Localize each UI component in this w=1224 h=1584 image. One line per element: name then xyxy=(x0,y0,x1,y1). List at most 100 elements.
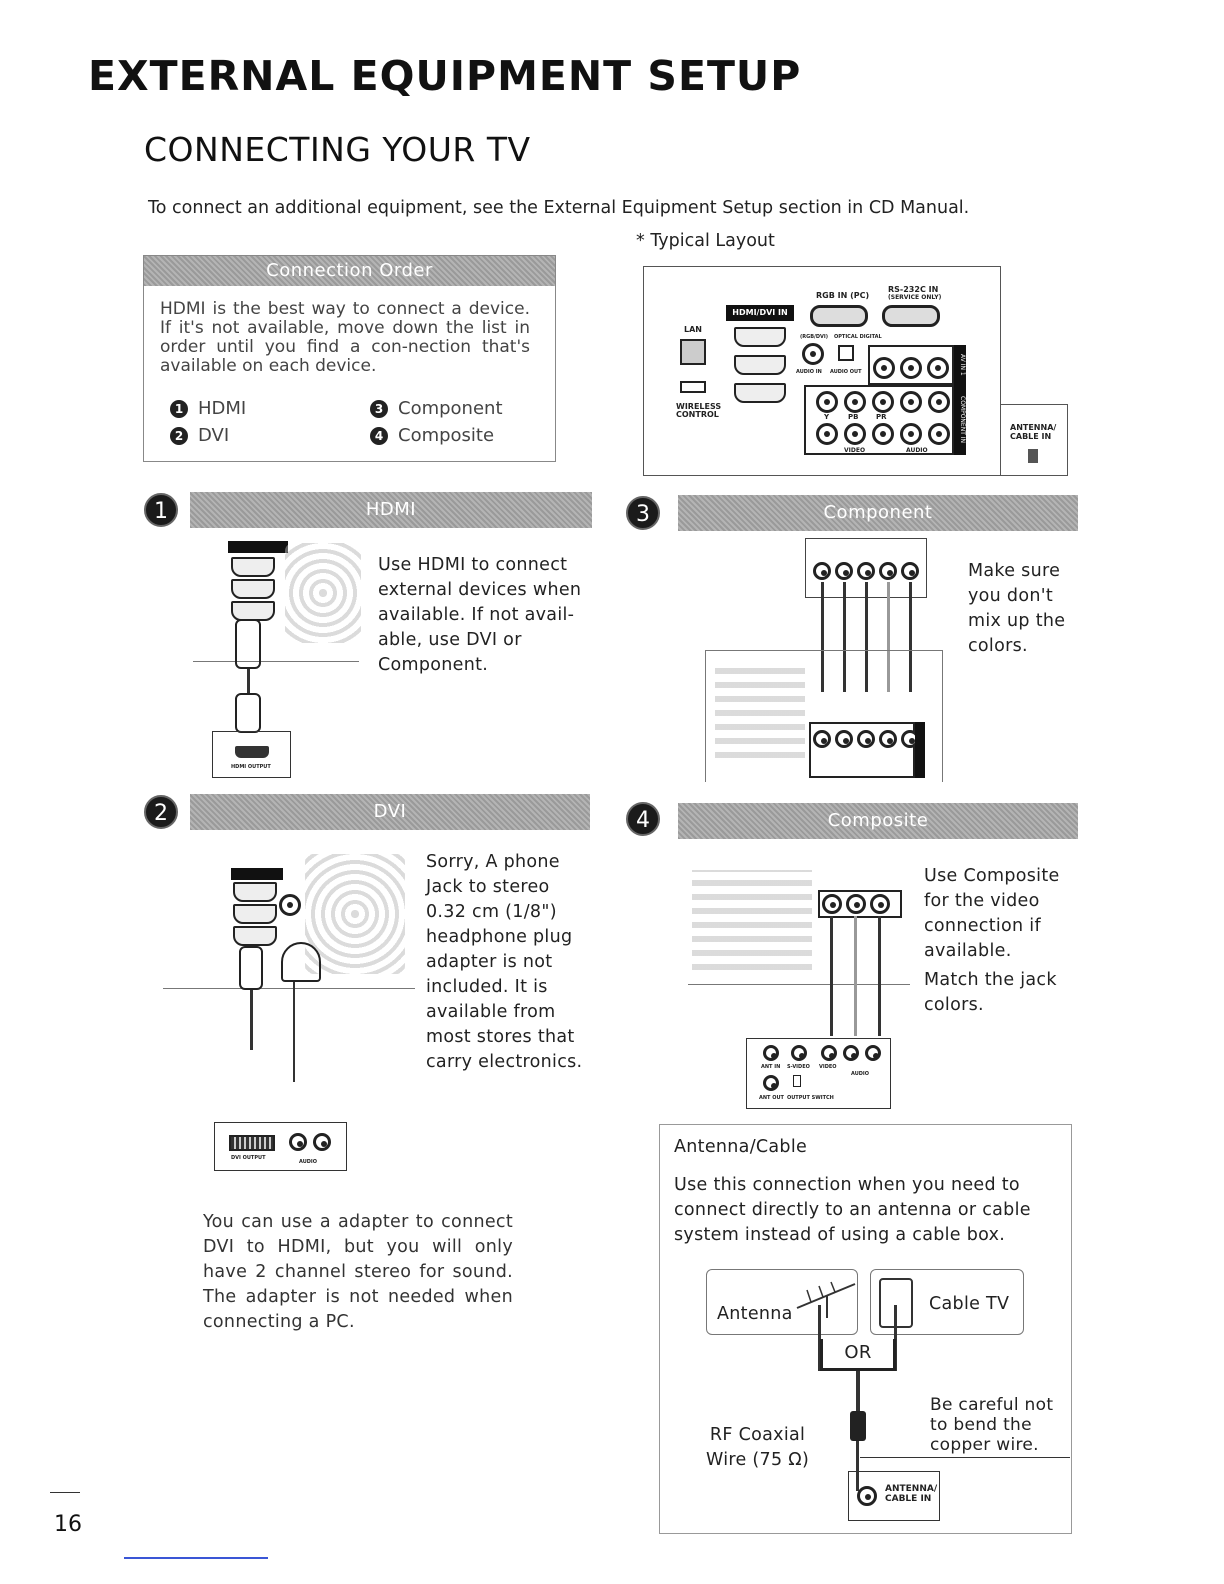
device-pb-jack xyxy=(835,562,853,580)
component-2-pb-jack xyxy=(844,391,866,413)
section-heading-dvi: DVI xyxy=(190,794,590,830)
s-video-jack xyxy=(791,1045,807,1061)
faded-jacks xyxy=(285,543,361,643)
order-item-hdmi: 1 HDMI xyxy=(170,398,246,419)
antenna-cable-line xyxy=(818,1305,821,1371)
tv-back-panel-diagram: HDMI/DVI IN LAN WIRELESS CONTROL RGB IN … xyxy=(643,266,1001,476)
ant-in-jack xyxy=(763,1045,779,1061)
rgb-label: RGB IN (PC) xyxy=(816,291,870,300)
audio-in-jack xyxy=(802,343,824,365)
hdmi-panel-label: HDMI/DVI IN xyxy=(726,305,794,321)
component-in-label: COMPONENT IN xyxy=(954,385,966,455)
device-r-jack xyxy=(901,562,919,580)
hdmi-port-1 xyxy=(734,383,786,403)
number-badge: 3 xyxy=(370,399,388,418)
video-out-jack xyxy=(821,1045,837,1061)
antenna-heading: Antenna/Cable xyxy=(674,1137,808,1157)
antenna-cable-label: ANTENNA/ CABLE IN xyxy=(1010,423,1057,441)
optical-port xyxy=(838,345,854,361)
component-2-r-jack xyxy=(928,391,950,413)
connection-order-text: HDMI is the best way to connect a device… xyxy=(160,299,530,376)
audio-in-label: AUDIO IN xyxy=(796,369,822,375)
order-item-label: Component xyxy=(398,398,503,419)
audio-adapter xyxy=(281,942,321,982)
component-1-r-jack xyxy=(928,423,950,445)
panel-edge-line xyxy=(688,984,910,985)
number-badge: 4 xyxy=(370,426,388,445)
rf-cable-bottom xyxy=(856,1441,859,1491)
pb-label: PB xyxy=(848,413,859,421)
dvi-cable xyxy=(250,990,253,1050)
hdmi-panel-label-bar xyxy=(228,541,288,553)
rs232-port xyxy=(882,305,940,327)
device-y-jack xyxy=(813,562,831,580)
video-label: VIDEO xyxy=(844,447,866,454)
av-in-label: AV IN 1 xyxy=(954,345,966,385)
panel-edge-line xyxy=(163,988,415,989)
component-cable-r xyxy=(909,582,912,692)
ant-out-label: ANT OUT xyxy=(759,1095,784,1101)
component-2-l-jack xyxy=(900,391,922,413)
rf-label-line-1: RF Coaxial xyxy=(709,1425,806,1445)
component-1-pr-jack xyxy=(872,423,894,445)
section-number-2: 2 xyxy=(144,795,178,829)
hdmi-output-label: HDMI OUTPUT xyxy=(231,764,271,770)
order-item-dvi: 2 DVI xyxy=(170,425,229,446)
hdmi-panel-label-bar xyxy=(231,868,283,880)
s-video-label: S-VIDEO xyxy=(787,1064,810,1070)
component-2-y-jack xyxy=(816,391,838,413)
ant-in-label: ANT IN xyxy=(761,1064,781,1070)
faded-ports xyxy=(715,668,805,758)
audio-r-cable xyxy=(878,916,881,1036)
antenna-option-label: Antenna xyxy=(717,1304,793,1324)
or-connector: OR xyxy=(820,1339,896,1371)
component-cable-l xyxy=(887,582,890,692)
audio-l-cable xyxy=(854,916,857,1036)
caution-leader-line xyxy=(860,1457,1070,1458)
y-label: Y xyxy=(824,413,830,421)
audio-l-jack xyxy=(289,1133,307,1151)
device-pr-jack xyxy=(857,562,875,580)
faded-ports xyxy=(692,870,812,970)
hdmi-port-2 xyxy=(231,579,275,599)
video-cable xyxy=(830,916,833,1036)
cable-tv-line xyxy=(894,1305,897,1371)
antenna-jack-icon xyxy=(857,1486,877,1506)
cable-option-label: Cable TV xyxy=(929,1294,1010,1314)
dvi-output-port xyxy=(229,1135,275,1151)
order-item-label: Composite xyxy=(398,425,495,446)
audio-label: AUDIO xyxy=(851,1071,870,1077)
rs232-sub-label: (SERVICE ONLY) xyxy=(888,294,942,301)
tv-y-jack xyxy=(813,730,831,748)
audio-r-jack xyxy=(313,1133,331,1151)
dvi-output-label: DVI OUTPUT xyxy=(231,1155,266,1161)
wireless-label: WIRELESS CONTROL xyxy=(676,402,722,419)
section-subtitle: CONNECTING YOUR TV xyxy=(144,130,531,169)
video-label: VIDEO xyxy=(819,1064,837,1070)
hdmi-port-3 xyxy=(734,327,786,347)
composite-description: Use Composite for the video connection i… xyxy=(924,866,1060,961)
av-audio-l-jack xyxy=(900,357,922,379)
tv-panel-outline xyxy=(705,650,943,782)
audio-label: AUDIO xyxy=(299,1159,318,1165)
faded-jacks xyxy=(305,854,405,974)
typical-layout-label: * Typical Layout xyxy=(636,231,775,251)
number-badge: 1 xyxy=(170,399,188,418)
order-item-component: 3 Component xyxy=(370,398,503,419)
audio-cable xyxy=(293,982,295,1082)
component-1-pb-jack xyxy=(844,423,866,445)
composite-connection-diagram xyxy=(688,850,910,1110)
audio-out-label: AUDIO OUT xyxy=(830,369,862,375)
tv-audio-l-jack xyxy=(846,894,866,914)
hdmi-plug-bottom xyxy=(235,693,261,733)
lan-port xyxy=(680,339,706,365)
component-1-y-jack xyxy=(816,423,838,445)
wireless-port xyxy=(680,381,706,393)
audio-r-out-jack xyxy=(865,1045,881,1061)
antenna-description: Use this connection when you need to con… xyxy=(674,1175,1031,1245)
hdmi-port-1 xyxy=(231,601,275,621)
tv-pr-jack xyxy=(857,730,875,748)
tv-component-group xyxy=(809,722,915,778)
component-group xyxy=(804,385,954,455)
hdmi-plug-top xyxy=(235,619,261,669)
